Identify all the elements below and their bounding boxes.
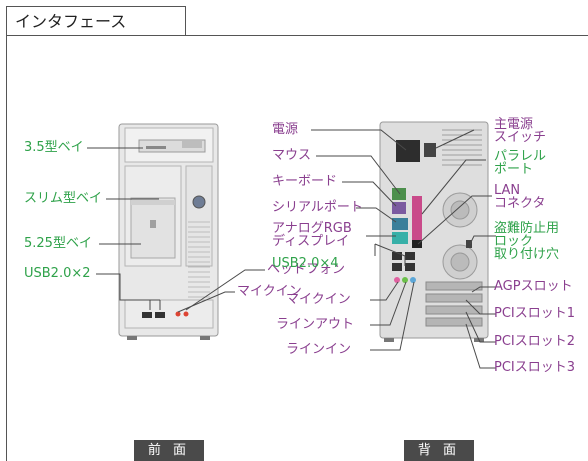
label-line-out: ラインアウト bbox=[276, 317, 355, 332]
label-parallel: パラレル bbox=[494, 149, 547, 164]
label-agp-slot: AGPスロット bbox=[494, 279, 573, 294]
label-front-usb: USB2.0×2 bbox=[24, 266, 91, 281]
label-mouse: マウス bbox=[272, 148, 312, 163]
front-tower-illustration bbox=[118, 123, 219, 340]
label-main-power-switch: スイッチ bbox=[494, 130, 547, 145]
label-slim-bay: スリム型ベイ bbox=[24, 191, 103, 206]
label-rear-mic: マイクイン bbox=[286, 292, 351, 307]
interface-tab[interactable]: インタフェース bbox=[6, 6, 186, 36]
label-lan-connector: コネクタ bbox=[494, 196, 546, 211]
label-5.25-bay: 5.25型ベイ bbox=[24, 236, 92, 251]
callout-lines bbox=[87, 129, 496, 369]
label-lan: LAN bbox=[494, 183, 521, 198]
label-analog-display: ディスプレイ bbox=[272, 234, 350, 249]
label-3.5-bay: 3.5型ベイ bbox=[24, 140, 84, 155]
content-frame bbox=[6, 35, 588, 461]
label-keyboard: キーボード bbox=[272, 174, 338, 189]
label-pci-slot-1: PCIスロット1 bbox=[494, 306, 576, 321]
front-view-badge: 前 面 bbox=[134, 440, 204, 461]
label-pci-slot-2: PCIスロット2 bbox=[494, 334, 576, 349]
label-analog-rgb: アナログRGB bbox=[272, 221, 352, 236]
label-pci-slot-3: PCIスロット3 bbox=[494, 360, 576, 375]
label-parallel-port: ポート bbox=[494, 162, 534, 177]
label-main-power: 主電源 bbox=[494, 117, 534, 132]
label-antitheft: 盗難防止用 bbox=[494, 221, 560, 236]
label-front-mic: マイクイン bbox=[237, 284, 302, 299]
label-headphone: ヘッドフォン bbox=[267, 262, 346, 277]
label-rear-usb: USB2.0×4 bbox=[272, 256, 339, 271]
label-power: 電源 bbox=[272, 122, 299, 137]
rear-view-badge: 背 面 bbox=[404, 440, 474, 461]
label-mount-hole: 取り付け穴 bbox=[494, 247, 560, 262]
label-lock: ロック bbox=[494, 234, 534, 249]
label-line-in: ラインイン bbox=[286, 342, 352, 357]
label-serial-port: シリアルポート bbox=[272, 200, 363, 215]
